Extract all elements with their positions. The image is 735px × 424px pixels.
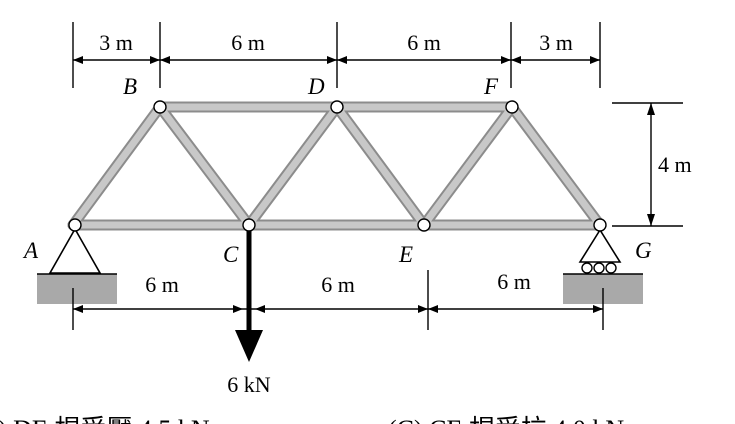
load-arrow: 6 kN (227, 231, 271, 397)
arrowhead (150, 56, 160, 64)
roller-support-triangle (578, 228, 622, 263)
span-label-ab: 3 m (99, 30, 133, 55)
member-cd-fill (245, 103, 341, 229)
node-label-d: D (307, 74, 325, 99)
arrowhead (73, 305, 83, 313)
arrowhead (501, 56, 511, 64)
member-bc-fill (156, 103, 253, 229)
member-ef-fill (420, 103, 516, 229)
joint-a (68, 218, 82, 232)
arrowhead (160, 56, 170, 64)
span-label-df: 6 m (407, 30, 441, 55)
roller-wheel (605, 262, 617, 274)
arrowhead (428, 305, 438, 313)
node-label-c: C (223, 242, 239, 267)
node-label-a: A (22, 238, 39, 263)
arrowhead (418, 305, 428, 313)
arrowhead (233, 305, 243, 313)
pin-support-triangle (48, 227, 102, 274)
span-label-ce: 6 m (321, 272, 355, 297)
joint-d (330, 100, 344, 114)
arrowhead (647, 214, 655, 226)
node-label-g: G (635, 238, 652, 263)
joint-c (242, 218, 256, 232)
arrowhead (327, 56, 337, 64)
member-ab-fill (69, 103, 164, 229)
truss-members (67, 101, 606, 231)
roller-wheel (593, 262, 605, 274)
height-label: 4 m (658, 152, 692, 177)
option-text-left: ) DE 桿受壓 4.5 kN (0, 415, 210, 424)
roller-wheel (581, 262, 593, 274)
joint-e (417, 218, 431, 232)
arrowhead (511, 56, 521, 64)
option-text-right: (C) CE 桿受拉 4.0 kN (388, 415, 624, 424)
span-label-fg: 3 m (539, 30, 573, 55)
ground-block-a (37, 274, 117, 304)
joint-b (153, 100, 167, 114)
node-label-b: B (123, 74, 137, 99)
height-dimension-group: 4 m (612, 102, 692, 227)
arrowhead (255, 305, 265, 313)
load-arrow-head (235, 330, 263, 362)
joint-f (505, 100, 519, 114)
span-label-ac: 6 m (145, 272, 179, 297)
node-label-f: F (483, 74, 499, 99)
span-label-bd: 6 m (231, 30, 265, 55)
load-label: 6 kN (227, 372, 271, 397)
span-label-eg: 6 m (497, 269, 531, 294)
arrowhead (647, 103, 655, 115)
arrowhead (73, 56, 83, 64)
bottom-dimension-group: 6 m 6 m 6 m (72, 269, 604, 330)
top-dimension-group: 3 m 6 m 6 m 3 m (72, 22, 601, 88)
arrowhead (593, 305, 603, 313)
member-de-fill (333, 103, 428, 229)
pin-support-a (37, 227, 117, 304)
node-label-e: E (398, 242, 413, 267)
arrowhead (337, 56, 347, 64)
arrowhead (590, 56, 600, 64)
joints (68, 100, 607, 232)
member-fg-fill (508, 103, 604, 229)
joint-g (593, 218, 607, 232)
